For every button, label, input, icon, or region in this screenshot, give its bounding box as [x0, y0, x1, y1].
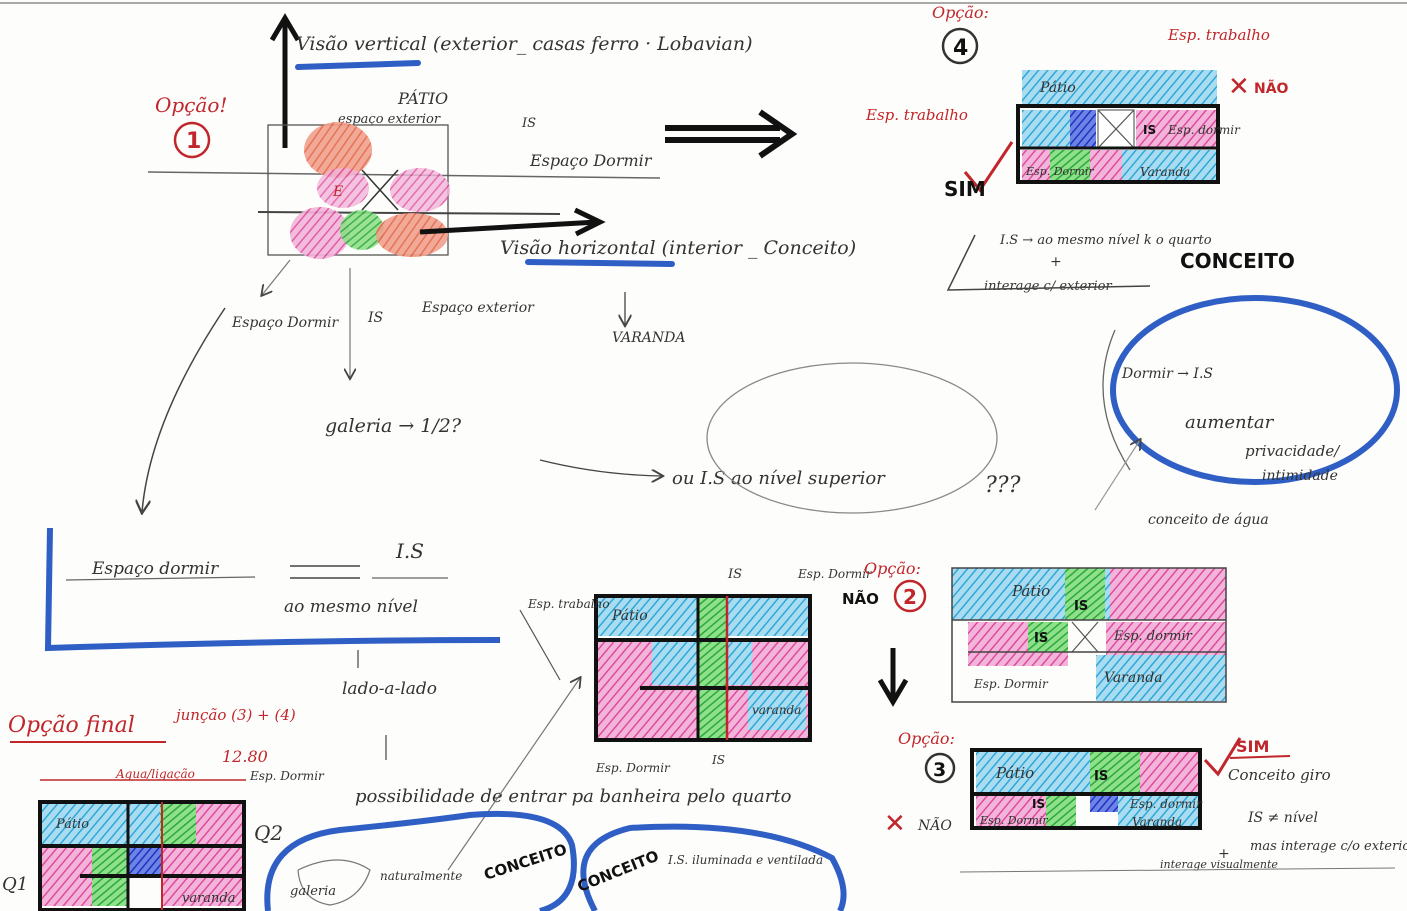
final-q1: Q1 [2, 874, 28, 895]
or-upper-label: ou I.S ao nível superior [672, 468, 886, 489]
no-mark: ✕ [1228, 72, 1250, 102]
option2-no: NÃO [842, 589, 879, 608]
option2-sleep-left: Esp. Dormir [973, 677, 1049, 691]
concept-note-line4: intimidade [1262, 468, 1338, 484]
final-gallery: galeria [290, 884, 336, 899]
svg-text:✕: ✕ [884, 809, 906, 839]
question-marks: ??? [985, 473, 1021, 498]
exterior-space-label: espaço exterior [338, 112, 441, 127]
center-balcony: varanda [752, 703, 801, 717]
option3-is2: IS [1032, 797, 1045, 811]
option2-patio: Pátio [1011, 582, 1050, 600]
option3-sleep: Esp. dormir [1129, 797, 1203, 811]
option3-plus: + [1218, 846, 1230, 862]
center-is-up: IS [727, 567, 742, 582]
center-sleep-up: Esp. Dormir [797, 567, 873, 581]
center-sleep-space: Espaço dormir [91, 559, 219, 579]
option1-group: Opção! 1 Visão vertical (exterior_ casas… [142, 13, 1021, 513]
option3-concept-note2: IS ≠ nível [1247, 810, 1318, 826]
concept-note-line1: Dormir → I.S [1121, 366, 1213, 382]
option4-balcony: Varanda [1140, 165, 1190, 179]
option3-concept-note3: mas interage c/o exterior [1250, 839, 1407, 854]
option3-no: NÃO [917, 816, 952, 834]
option4-note1: I.S → ao mesmo nível k o quarto [999, 233, 1212, 248]
option1-number: 1 [186, 129, 201, 154]
center-is-bottom: IS [711, 753, 725, 767]
option4-no: NÃO [1254, 80, 1289, 97]
option3-is1: IS [1094, 769, 1108, 784]
option4-sleep-bottom: Esp. Dormir [1025, 165, 1094, 178]
option4-concept: CONCEITO [1180, 249, 1295, 273]
option4-sleep: Esp. dormir [1167, 123, 1241, 137]
concept-note-line2: aumentar [1185, 412, 1275, 433]
concept-note-group: Dormir → I.S aumentar privacidade/ intim… [1094, 295, 1400, 528]
sleep-space-bottom-label: Espaço Dormir [231, 315, 340, 331]
option4-plus: + [1050, 254, 1062, 270]
center-possibility: possibilidade de entrar pa banheira pelo… [355, 786, 792, 807]
option3-group: Opção: 3 ✕ NÃO Pátio IS IS Esp. dormir E… [884, 729, 1407, 873]
center-sleep-bottom: Esp. Dormir [595, 761, 671, 775]
option4-patio: Pátio [1039, 80, 1076, 96]
final-is-note: I.S. iluminada e ventilada [667, 853, 823, 867]
final-concept1: CONCEITO [482, 840, 569, 884]
option1-circle [173, 121, 211, 159]
final-dimension-label: Agua/ligação [115, 767, 195, 781]
option1-label: Opção! [155, 93, 227, 117]
final-sleep: Esp. Dormir [249, 769, 325, 783]
center-same-level: ao mesmo nível [284, 597, 418, 617]
final-join: junção (3) + (4) [173, 706, 296, 724]
option3-patio: Pátio [995, 764, 1034, 782]
center-side-by-side: lado-a-lado [342, 679, 437, 699]
option2-is1: IS [1074, 599, 1088, 614]
center-patio: Pátio [611, 608, 648, 624]
final-label: Opção final [8, 713, 135, 738]
work-top-label: Esp. trabalho [1167, 26, 1270, 44]
option4-group: Opção: 4 Esp. trabalho ✕ NÃO Esp. trabal… [865, 3, 1295, 294]
concept-note-line5: conceito de água [1148, 512, 1269, 528]
patio-label: PÁTIO [397, 88, 448, 108]
concept-note-line3: privacidade/ [1245, 442, 1341, 460]
final-dimension: 12.80 [222, 747, 268, 766]
exterior-space-bottom-label: Espaço exterior [421, 300, 535, 316]
work-left-label: Esp. trabalho [865, 106, 968, 124]
center-is: I.S [395, 539, 424, 563]
option3-balcony: Varanda [1132, 815, 1182, 829]
option2-balcony: Varanda [1104, 670, 1163, 686]
option2-number: 2 [903, 585, 917, 609]
sleep-space-label: Espaço Dormir [529, 151, 653, 170]
option2-is2: IS [1034, 631, 1048, 646]
option4-yes: SIM [944, 177, 986, 201]
option3-interact: interage visualmente [1160, 858, 1278, 871]
center-group: Espaço dormir I.S ao mesmo nível lado-a-… [44, 527, 873, 871]
option3-label: Opção: [898, 729, 955, 748]
is-bottom-label: IS [367, 310, 383, 326]
option4-is: IS [1143, 123, 1156, 137]
option2-label: Opção: [864, 559, 921, 578]
option3-concept-note1: Conceito giro [1228, 766, 1331, 784]
option3-yes: SIM [1236, 737, 1269, 756]
horizontal-view-label: Visão horizontal (interior _ Conceito) [500, 237, 856, 259]
final-q2: Q2 [254, 821, 283, 845]
option3-sleep-left: Esp. Dormir [979, 814, 1048, 827]
option4-note2: interage c/ exterior [984, 279, 1112, 294]
center-work: Esp. trabalho [527, 597, 610, 611]
is-top-label: IS [521, 116, 536, 131]
svg-text:E: E [332, 184, 343, 200]
vertical-view-label: Visão vertical (exterior_ casas ferro · … [296, 33, 753, 55]
balcony-label: VARANDA [612, 330, 686, 346]
option4-number: 4 [953, 36, 968, 61]
horizontal-view-arrow [419, 219, 599, 235]
final-naturally: naturalmente [380, 869, 462, 883]
gallery-label: galeria → 1/2? [325, 415, 462, 437]
final-balcony: varanda [182, 891, 236, 906]
option2-group: Opção: 2 NÃO Pátio IS IS Esp. dormir Esp… [842, 559, 1227, 707]
option3-number: 3 [933, 759, 946, 781]
option4-label: Opção: [932, 3, 989, 22]
final-patio: Pátio [55, 817, 89, 832]
option2-sleep: Esp. dormir [1113, 629, 1193, 644]
